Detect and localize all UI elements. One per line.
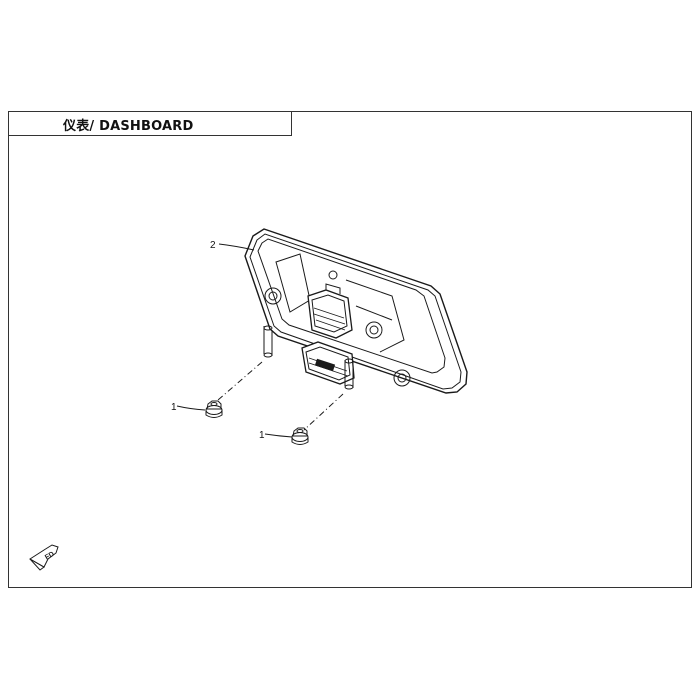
callout-1-left: 1 — [171, 402, 177, 413]
page-title: 仪表/ DASHBOARD — [63, 119, 194, 134]
stud-left — [263, 325, 273, 358]
leader-line-1a — [176, 405, 206, 411]
connector-lower[interactable] — [301, 341, 355, 385]
callout-1-right: 1 — [259, 430, 265, 441]
stud-right — [344, 358, 354, 390]
dashboard-housing[interactable] — [244, 228, 468, 394]
fd-arrow-label: FD — [44, 551, 56, 562]
alignment-line-right — [303, 393, 344, 431]
leader-line-1b — [264, 433, 293, 438]
forward-direction-arrow-icon — [29, 544, 59, 571]
flange-nut-right[interactable] — [291, 427, 309, 445]
flange-nut-left[interactable] — [205, 400, 223, 418]
callout-2: 2 — [210, 240, 216, 251]
alignment-line-left — [217, 361, 263, 401]
drawing-frame: 仪表/ DASHBOARD — [8, 111, 692, 588]
leader-line-2 — [218, 243, 255, 251]
title-block: 仪表/ DASHBOARD — [9, 112, 292, 136]
connector-upper[interactable] — [307, 283, 353, 339]
